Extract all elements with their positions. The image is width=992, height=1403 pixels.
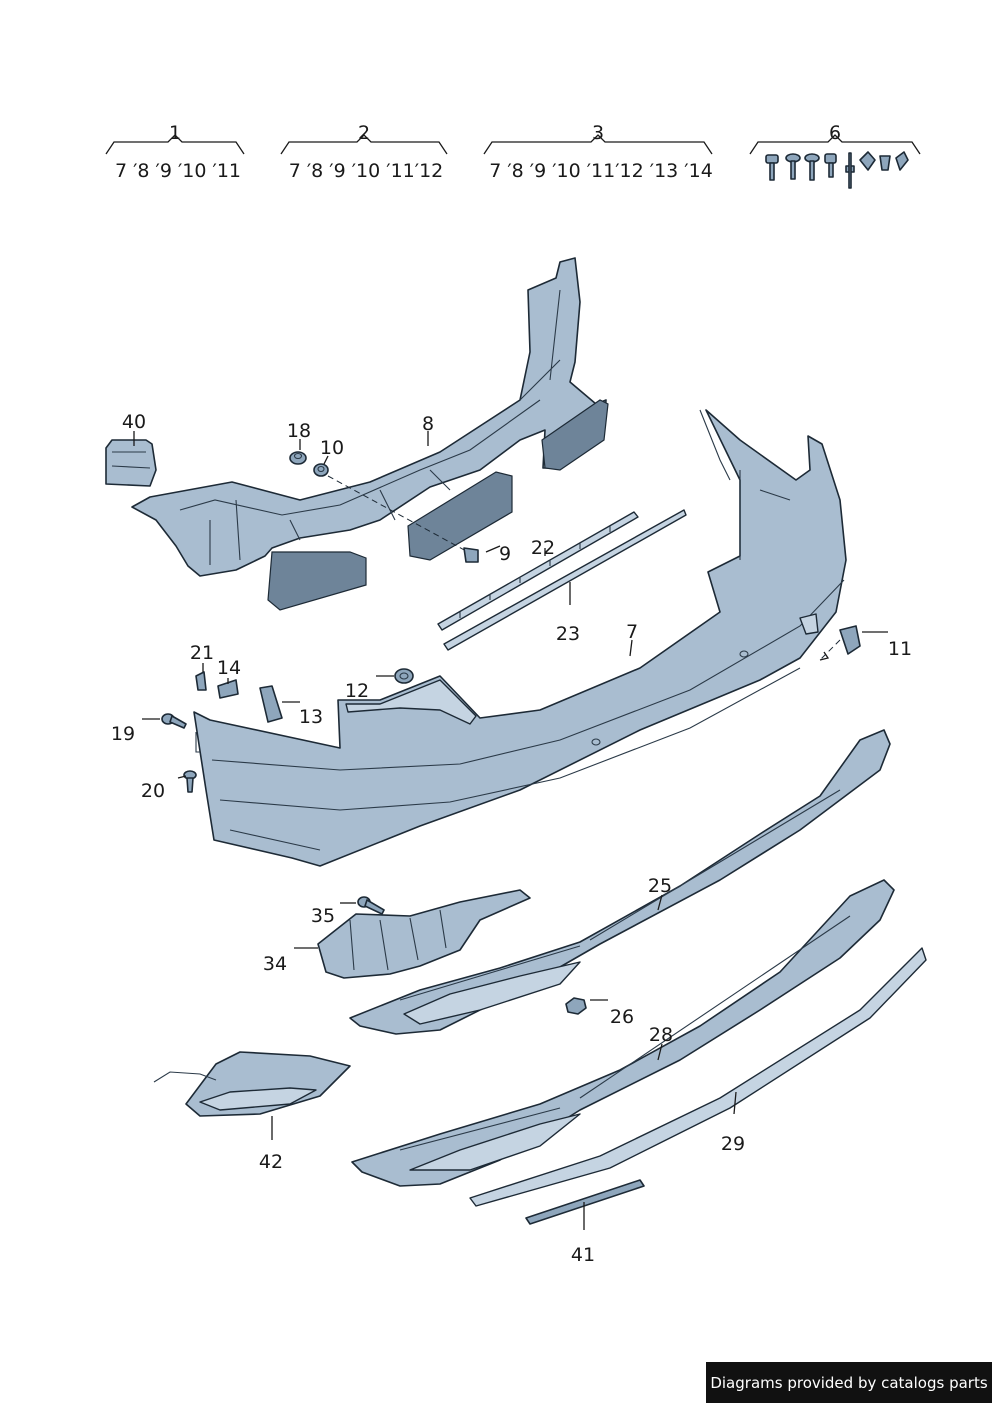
- group-header-6: 6: [749, 122, 921, 189]
- callout-12: 12: [345, 680, 369, 702]
- group-contents: 7 ′8 ′9 ′10 ′11: [115, 160, 241, 182]
- group-header-1: 1 7 ′8 ′9 ′10 ′11: [105, 122, 245, 182]
- part-14-clip: [217, 679, 239, 699]
- group-contents: 7 ′8 ′9 ′10 ′11′12: [289, 160, 444, 182]
- callout-28: 28: [649, 1024, 673, 1046]
- callout-10: 10: [320, 437, 344, 459]
- callout-40: 40: [122, 411, 146, 433]
- callout-22: 22: [531, 537, 555, 559]
- callout-35: 35: [311, 905, 335, 927]
- callout-25: 25: [648, 875, 672, 897]
- group-contents: 7 ′8 ′9 ′10 ′11′12 ′13 ′14: [489, 160, 713, 182]
- callout-21: 21: [190, 642, 214, 664]
- callout-labels: 40 18 10 8 9 22 23 7 11 12 21 14 13 19 2…: [111, 411, 912, 1266]
- part-21-pin: [195, 671, 207, 691]
- part-18-nut: [289, 451, 307, 465]
- part-13-bracket: [259, 685, 283, 723]
- part-28-diffuser: [351, 879, 895, 1187]
- part-29-strip: [469, 947, 927, 1207]
- assembly-line: [327, 475, 469, 553]
- callout-29: 29: [721, 1133, 745, 1155]
- part-23-strip: [443, 509, 687, 651]
- callout-42: 42: [259, 1151, 283, 1173]
- callout-41: 41: [571, 1244, 595, 1266]
- group-header-3: 3 7 ′8 ′9 ′10 ′11′12 ′13 ′14: [483, 122, 713, 182]
- callout-13: 13: [299, 706, 323, 728]
- part-12-grommet: [394, 668, 414, 684]
- callout-14: 14: [217, 657, 241, 679]
- group-header-2: 2 7 ′8 ′9 ′10 ′11′12: [280, 122, 448, 182]
- part-34-bracket: [317, 889, 531, 979]
- part-19-screw: [161, 713, 187, 729]
- callout-9: 9: [499, 543, 511, 565]
- part-35-screw: [357, 896, 385, 915]
- part-11-cap: [819, 625, 861, 661]
- footer-credit: Diagrams provided by catalogs parts: [706, 1362, 992, 1403]
- group-number: 6: [829, 122, 841, 144]
- leader-lines: [133, 431, 888, 1230]
- group-number: 1: [169, 122, 181, 144]
- group-number: 3: [592, 122, 604, 144]
- part-26-nut: [565, 997, 587, 1015]
- part-8-bumper-carrier: [131, 257, 609, 611]
- callout-8: 8: [422, 413, 434, 435]
- part-40-bracket: [105, 439, 157, 487]
- part-10-nut: [313, 463, 329, 477]
- part-7-bumper-cover: [193, 409, 847, 867]
- callout-23: 23: [556, 623, 580, 645]
- part-9-clip: [463, 547, 479, 563]
- part-22-strip: [437, 511, 639, 631]
- part-25-diffuser: [349, 729, 891, 1035]
- fastener-set-icons: [765, 151, 909, 189]
- callout-19: 19: [111, 723, 135, 745]
- part-41-strip: [525, 1179, 645, 1225]
- assembly-line: [195, 732, 200, 753]
- callout-34: 34: [263, 953, 287, 975]
- callout-11: 11: [888, 638, 912, 660]
- callout-18: 18: [287, 420, 311, 442]
- part-42-lamp: [153, 1051, 351, 1117]
- callout-20: 20: [141, 780, 165, 802]
- group-number: 2: [358, 122, 370, 144]
- callout-26: 26: [610, 1006, 634, 1028]
- part-20-screw: [183, 770, 197, 793]
- callout-7: 7: [626, 621, 638, 643]
